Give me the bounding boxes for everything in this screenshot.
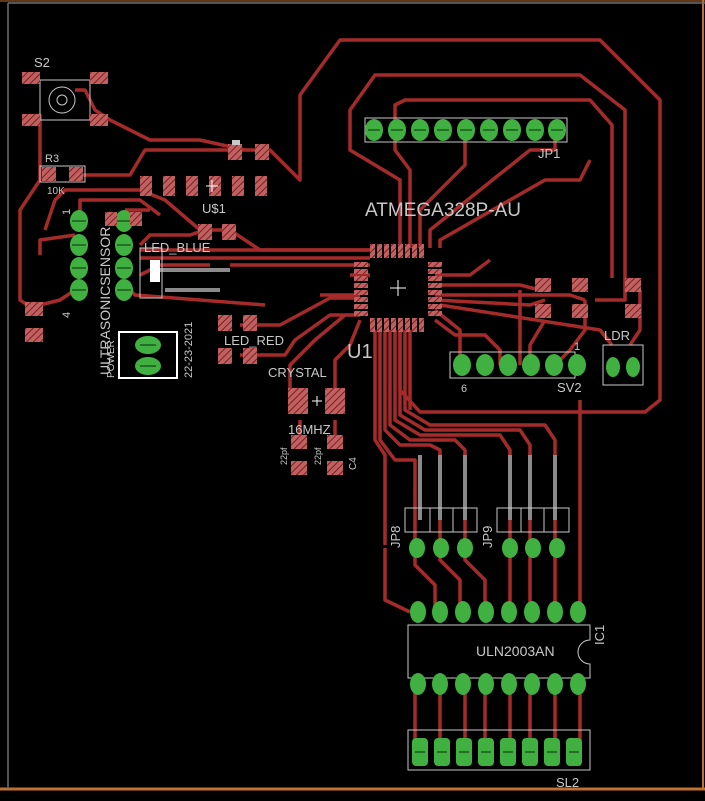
- capacitors-crystal: [291, 435, 343, 475]
- label-sv2-pin6: 6: [461, 383, 467, 395]
- label-s2: S2: [34, 55, 50, 70]
- label-u1: U1: [347, 341, 373, 363]
- label-jp8: JP8: [388, 526, 403, 548]
- crystal: [288, 388, 345, 414]
- ultrasonic-sensor-header: [70, 210, 133, 301]
- led-red: [218, 315, 257, 364]
- header-jp1: [364, 117, 568, 143]
- header-sl2: [407, 729, 591, 771]
- capacitor-top: [228, 140, 269, 160]
- bottom-layer-traces: [160, 268, 557, 520]
- ldr: [602, 344, 644, 386]
- label-crystal-value: 16MHZ: [288, 422, 331, 437]
- label-cap-mid: 22pf: [313, 447, 323, 465]
- chip-us1: [140, 176, 267, 196]
- chip-u1: [354, 244, 442, 332]
- label-r3-value: 10K: [47, 186, 65, 197]
- power-connector: [118, 331, 178, 379]
- label-cap-left: 22pf: [279, 447, 289, 465]
- label-sensor-pin1: 1: [61, 209, 73, 215]
- resistor-left: [25, 302, 43, 342]
- resistor-r3: [39, 165, 86, 183]
- label-mcu-name: ATMEGA328P-AU: [365, 200, 521, 221]
- resistor-sensor: [105, 212, 142, 226]
- label-jp1: JP1: [538, 146, 560, 161]
- label-led-blue: LED_BLUE: [144, 240, 211, 255]
- label-date: 22-23-2021: [183, 322, 195, 378]
- label-sl2: SL2: [556, 775, 579, 790]
- led-blue: [139, 224, 236, 299]
- resistors-right: [535, 278, 641, 318]
- label-c4: C4: [348, 457, 359, 470]
- header-jp8: [404, 507, 478, 558]
- label-ultrasonic-sensor: ULTRASONICSENSOR: [97, 227, 113, 375]
- label-ic1: IC1: [592, 625, 607, 645]
- label-power: POWER: [106, 340, 117, 378]
- label-r3: R3: [45, 153, 59, 165]
- label-us1: U$1: [202, 201, 226, 216]
- header-sv2: [449, 351, 586, 379]
- label-ic-name: ULN2003AN: [476, 643, 555, 659]
- label-led-red: LED_RED: [224, 333, 284, 348]
- label-crystal: CRYSTAL: [268, 365, 327, 380]
- label-sv2: SV2: [557, 380, 582, 395]
- label-ldr: LDR: [604, 328, 630, 343]
- label-jp9: JP9: [480, 526, 495, 548]
- label-sv2-pin1: 1: [574, 341, 580, 353]
- header-jp9: [496, 507, 570, 558]
- chip-ic1: [407, 601, 591, 695]
- label-sensor-pin4: 4: [61, 312, 73, 318]
- switch-s2: [22, 72, 108, 126]
